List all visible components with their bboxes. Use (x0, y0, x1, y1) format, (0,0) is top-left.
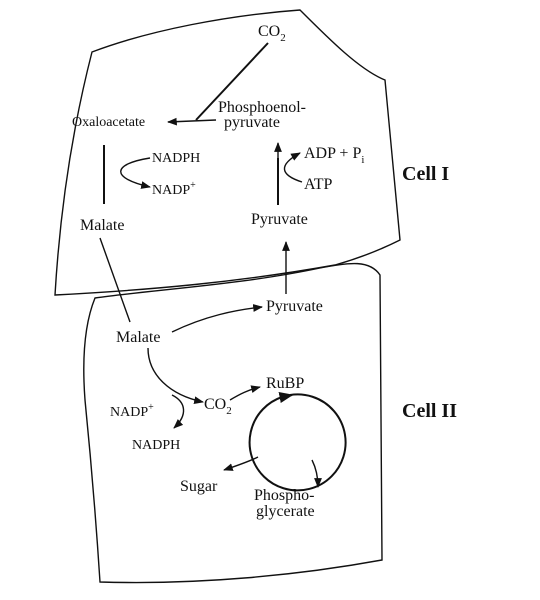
cycle-to-sugar-arrow (223, 456, 259, 471)
nadp-top-label: NADP+ (152, 180, 196, 198)
cell-1-outline (54, 9, 401, 296)
cell-1-title: Cell I (402, 163, 449, 185)
calvin-cycle-circle (248, 393, 347, 492)
malate-to-co2-arrow (147, 347, 204, 405)
phosphoglycerate-label-line2: glycerate (256, 503, 315, 520)
atp-label: ATP (304, 176, 333, 193)
malate-top-label: Malate (80, 217, 124, 234)
co2-to-rubp-arrow (229, 385, 261, 401)
rubp-label: RuBP (266, 375, 304, 392)
pyruvate-bottom-label: Pyruvate (266, 298, 323, 315)
pyruvate-top-label: Pyruvate (251, 211, 308, 228)
atp-to-adp-curve (283, 152, 303, 183)
pep-to-oxaloacetate-arrow (167, 117, 217, 126)
sugar-label: Sugar (180, 478, 218, 495)
nadph-to-nadp-curve (120, 157, 151, 189)
cycle-to-phosphoglycerate-arrow (311, 459, 322, 488)
nadph-bottom-label: NADPH (132, 438, 180, 453)
nadp-bottom-label: NADP+ (110, 402, 154, 420)
malate-to-pyruvate-arrow (171, 304, 263, 333)
co2-to-junction-line (195, 42, 269, 121)
malate-bottom-label: Malate (116, 329, 160, 346)
co2-bottom-label: CO2 (204, 396, 232, 417)
pep-label-line1: Phosphoenol- (218, 99, 306, 116)
phosphoglycerate-label-line1: Phospho- (254, 487, 314, 504)
oxaloacetate-label: Oxaloacetate (72, 115, 145, 130)
nadp-to-nadph-curve (171, 394, 185, 429)
malate-transfer-line (99, 237, 131, 323)
cell-2-outline (83, 262, 383, 584)
nadph-top-label: NADPH (152, 151, 200, 166)
adp-pi-label: ADP + Pi (304, 145, 364, 166)
pep-label-line2: pyruvate (224, 114, 280, 131)
calvin-cycle-arrowhead (278, 391, 294, 403)
co2-top-label: CO2 (258, 23, 286, 44)
cell-2-title: Cell II (402, 400, 457, 422)
